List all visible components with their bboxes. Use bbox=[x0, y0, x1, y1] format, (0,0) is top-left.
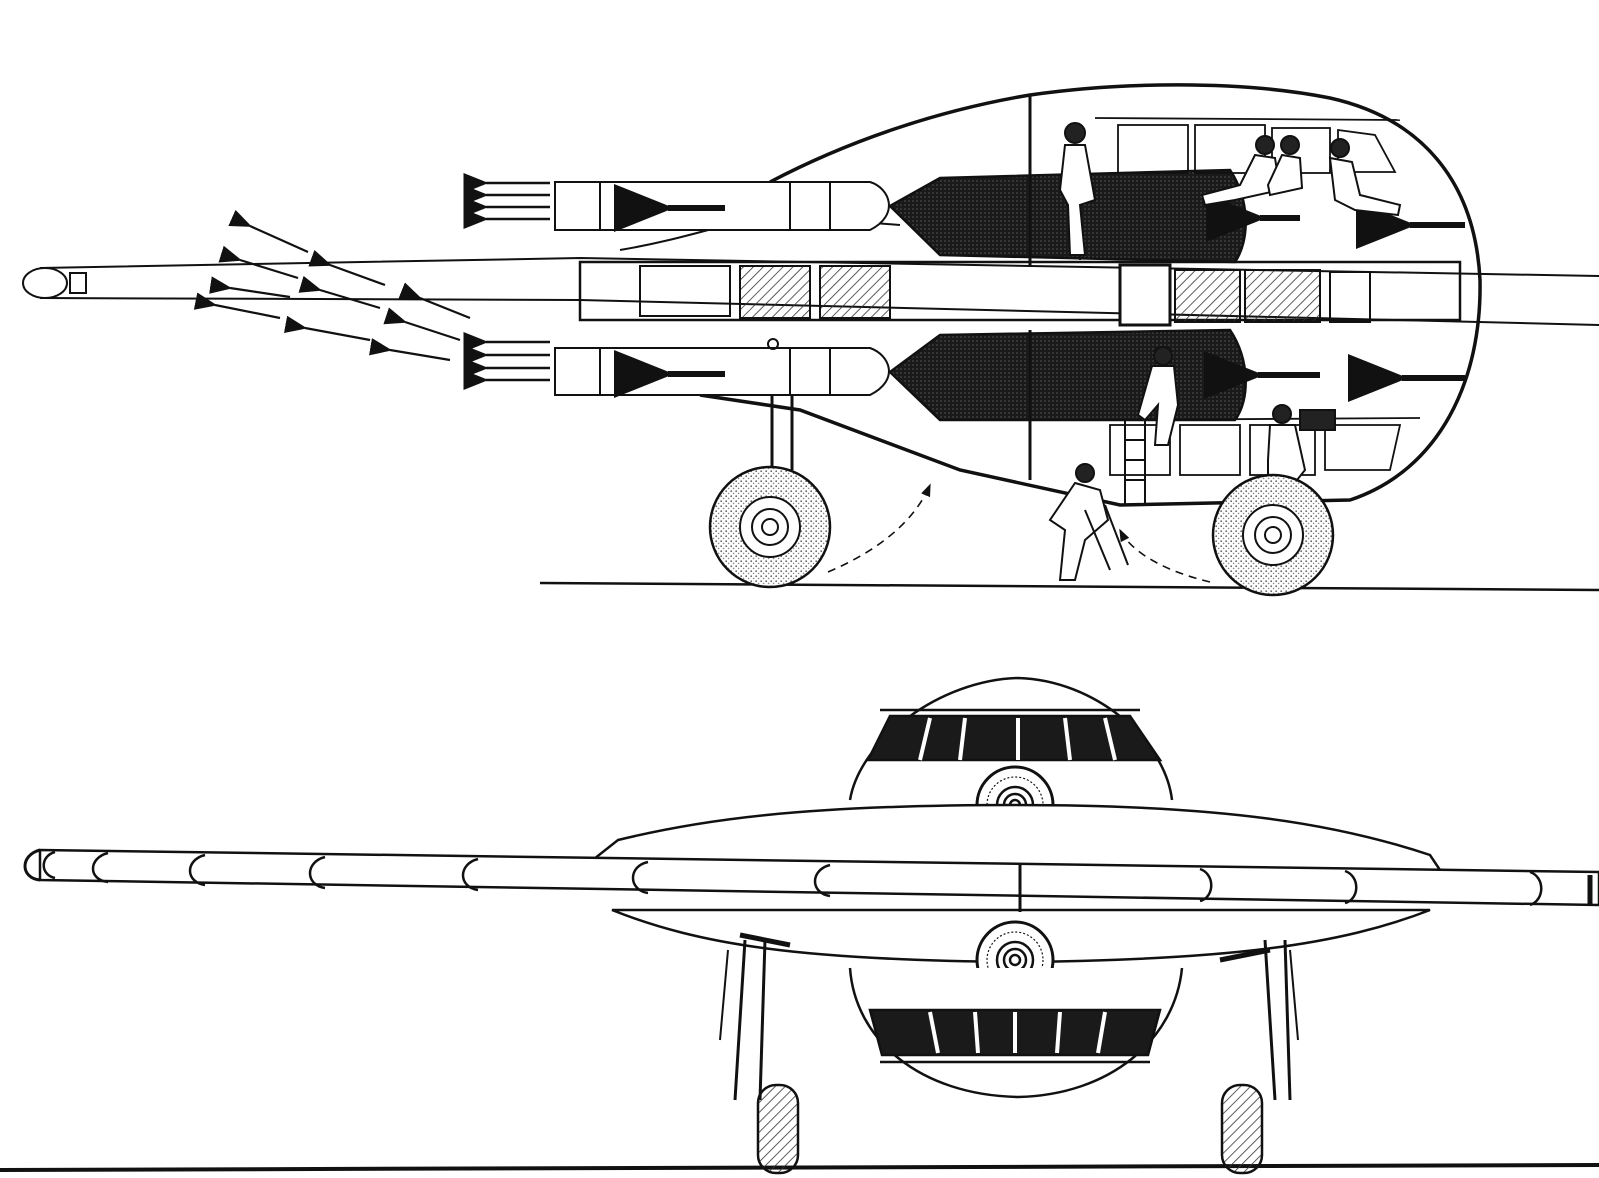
right-landing-gear bbox=[1219, 939, 1299, 1175]
crew-figure-pilot-1 bbox=[1200, 135, 1282, 207]
left-landing-gear bbox=[719, 932, 800, 1175]
nose-landing-gear bbox=[1211, 473, 1335, 597]
disc-upper-surface bbox=[576, 803, 1443, 872]
main-landing-gear bbox=[708, 395, 832, 589]
upper-dome bbox=[848, 676, 1174, 801]
crew-figures bbox=[1048, 122, 1402, 581]
internal-flow-arrows bbox=[614, 184, 1465, 402]
side-cutaway-view bbox=[22, 83, 1599, 597]
central-boom bbox=[22, 256, 1599, 327]
crew-figure-standing bbox=[1058, 122, 1097, 256]
front-view bbox=[0, 676, 1599, 1175]
gear-retraction-arc-main bbox=[827, 483, 931, 573]
gear-retraction-arc-nose bbox=[1119, 528, 1211, 583]
ground-line bbox=[539, 581, 1599, 592]
lower-exhaust-arrows bbox=[463, 332, 550, 390]
boom-front bbox=[23, 848, 1599, 912]
upper-exhaust-arrows bbox=[463, 173, 550, 229]
cockpit-windows bbox=[1094, 117, 1401, 174]
crew-figure-ladder bbox=[1136, 346, 1180, 446]
upper-canopy bbox=[865, 714, 1163, 762]
upper-engine bbox=[554, 95, 1247, 265]
lower-dome bbox=[848, 967, 1184, 1099]
lower-windows bbox=[1099, 417, 1421, 476]
front-ground-line bbox=[0, 1163, 1599, 1172]
jet-wash-arrows bbox=[193, 209, 471, 362]
crew-figure-nose bbox=[1328, 138, 1402, 217]
fuselage-outline bbox=[699, 83, 1482, 507]
crew-figure-pilot-2 bbox=[1266, 135, 1304, 197]
boarding-ladder bbox=[1084, 420, 1146, 571]
crew-figure-boarding bbox=[1048, 463, 1110, 581]
